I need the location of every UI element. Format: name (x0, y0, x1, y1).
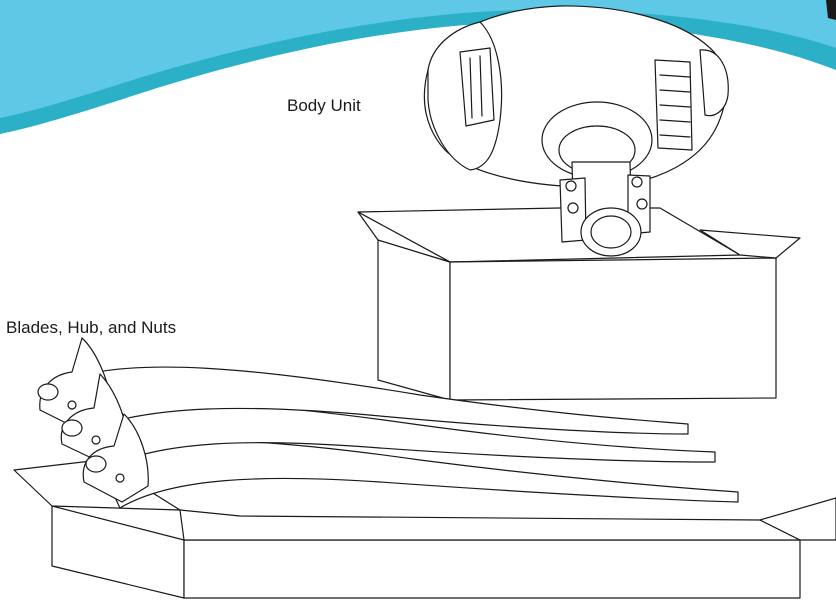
hub-hole (92, 436, 100, 444)
blades-box-left-face (52, 506, 184, 598)
blades-box-back-flap (180, 510, 800, 540)
hub-hole (68, 401, 76, 409)
body-right-cap (700, 50, 728, 116)
bolt-head (632, 177, 642, 187)
body-left-vent (460, 48, 494, 126)
bolt-head (566, 181, 576, 191)
hub-nut (38, 384, 58, 400)
hub-hole (116, 474, 124, 482)
blades-hub-nuts-label: Blades, Hub, and Nuts (6, 318, 176, 338)
body-unit-label: Body Unit (287, 96, 361, 116)
bolt-head (568, 203, 578, 213)
mount-tube-bore (591, 216, 631, 248)
hub-nut (62, 420, 82, 436)
body-box-front-face (450, 258, 776, 400)
bolt-head (637, 199, 647, 209)
blades-box-front-face (184, 540, 800, 598)
hub-nut (86, 456, 106, 472)
body-box-left-face (378, 240, 450, 400)
